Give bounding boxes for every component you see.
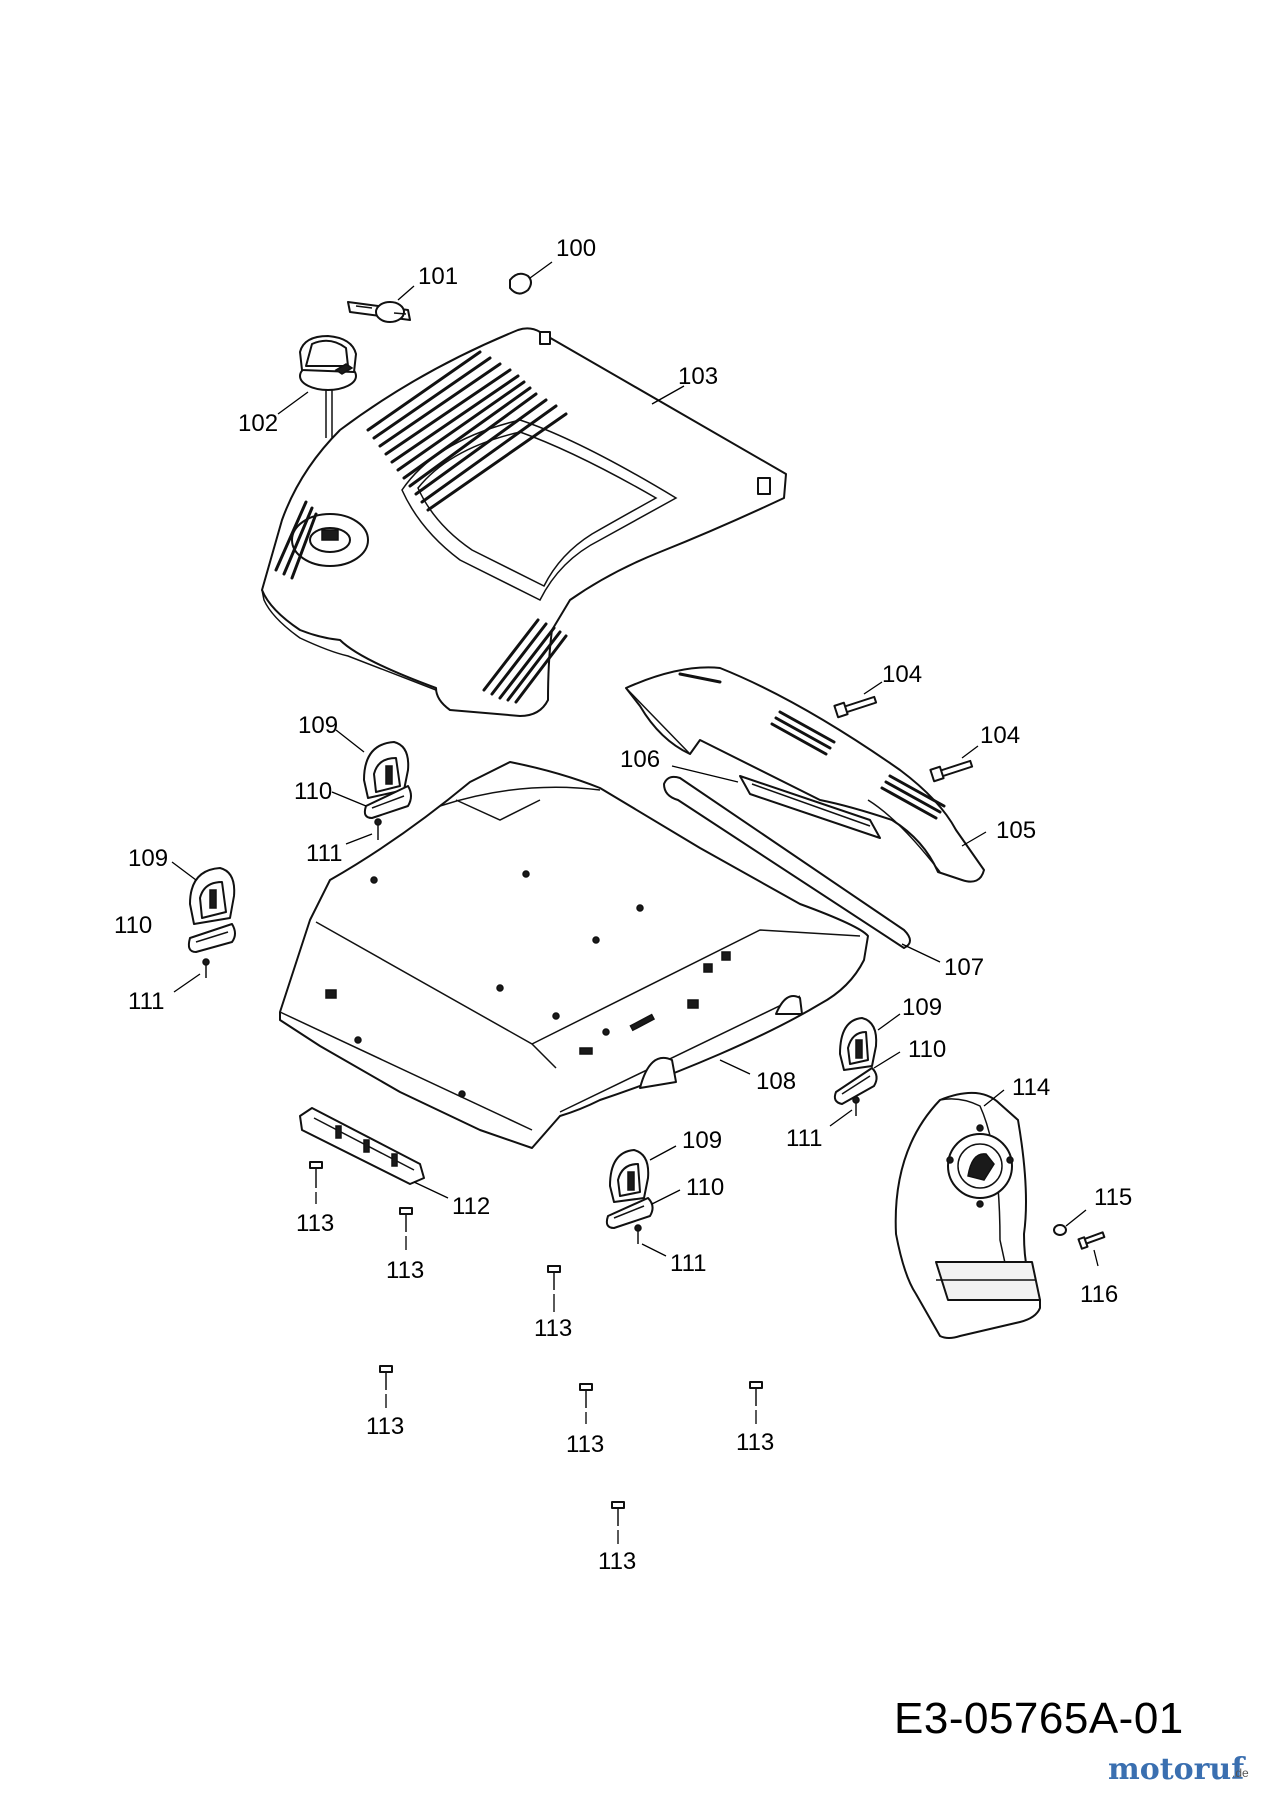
part-110-lever-b: [187, 923, 236, 953]
callout-105: 105: [996, 817, 1036, 844]
callout-116: 116: [1080, 1281, 1118, 1308]
callout-112: 112: [452, 1193, 490, 1220]
callout-109-b: 109: [128, 845, 168, 872]
part-111-pin-a: [345, 818, 382, 845]
part-110-lever-c: [833, 1051, 901, 1105]
callout-113-a: 113: [296, 1210, 334, 1237]
callout-102: 102: [238, 410, 278, 437]
vent-slots-rear: [678, 672, 946, 820]
callout-113-f: 113: [736, 1429, 774, 1456]
part-108-main-deck: [279, 761, 869, 1149]
callout-106: 106: [620, 746, 660, 773]
part-113-screw-e: [579, 1383, 593, 1424]
callout-111-c: 111: [786, 1125, 822, 1152]
callout-101: 101: [418, 263, 458, 290]
callout-104-lower: 104: [980, 722, 1020, 749]
part-104-bolt-lower: [929, 745, 979, 783]
callout-111-b: 111: [128, 988, 164, 1015]
callout-114: 114: [1012, 1074, 1050, 1101]
part-110-lever-d: [605, 1189, 681, 1229]
part-113-screw-f: [749, 1381, 763, 1424]
callout-109-d: 109: [682, 1127, 722, 1154]
part-109-bracket-b: [171, 861, 236, 925]
part-109-bracket-a: [335, 729, 410, 799]
watermark-suffix: .de: [1232, 1766, 1249, 1780]
callout-111-a: 111: [306, 840, 342, 867]
callout-110-a: 110: [294, 778, 332, 805]
callout-111-d: 111: [670, 1250, 706, 1277]
part-111-pin-d: [634, 1224, 667, 1257]
callout-110-d: 110: [686, 1174, 724, 1201]
part-100-clip: [509, 261, 553, 295]
callout-110-b: 110: [114, 912, 152, 939]
callout-113-d: 113: [366, 1413, 404, 1440]
part-113-screw-a: [309, 1161, 323, 1204]
part-113-screw-g: [611, 1501, 625, 1544]
part-103-upper-housing: [261, 327, 787, 717]
part-114-side-cover: [894, 1089, 1041, 1339]
vent-slots-top: [366, 350, 568, 512]
part-105-rear-cover: [625, 666, 987, 883]
part-113-screw-b: [399, 1207, 413, 1250]
part-113-screw-d: [379, 1365, 393, 1408]
callout-113-e: 113: [566, 1431, 604, 1458]
callout-109-c: 109: [902, 994, 942, 1021]
vent-slots-side: [274, 500, 318, 580]
part-110-lever-a: [331, 785, 412, 819]
callout-108: 108: [756, 1068, 796, 1095]
callout-113-c: 113: [534, 1315, 572, 1342]
callout-104-upper: 104: [882, 661, 922, 688]
part-116-screw: [1077, 1231, 1106, 1267]
vent-slots-front: [482, 618, 568, 704]
callout-110-c: 110: [908, 1036, 946, 1063]
callout-109-a: 109: [298, 712, 338, 739]
part-111-pin-c: [829, 1096, 860, 1127]
part-104-bolt-upper: [833, 681, 883, 719]
part-101-decal: [347, 285, 415, 323]
part-113-screw-c: [547, 1265, 561, 1312]
part-102-fuel-cap: [277, 335, 357, 438]
part-106-seal-strip: [671, 765, 881, 839]
callout-113-b: 113: [386, 1257, 424, 1284]
callout-103: 103: [678, 363, 718, 390]
callout-107: 107: [944, 954, 984, 981]
callout-113-g: 113: [598, 1548, 636, 1575]
part-109-bracket-d: [609, 1145, 677, 1203]
drawing-code: E3-05765A-01: [894, 1694, 1184, 1743]
callout-100: 100: [556, 235, 596, 262]
callout-labels: 100 101 102 103 104 104 105 106 107 108 …: [114, 235, 1132, 1575]
part-107-roller-bar: [663, 775, 941, 963]
part-112-front-guide: [299, 1107, 449, 1199]
part-109-bracket-c: [839, 1013, 901, 1071]
watermark-logo: motoruf: [1108, 1752, 1245, 1787]
part-111-pin-b: [173, 958, 210, 993]
callout-115: 115: [1094, 1184, 1132, 1211]
part-115-nut: [1053, 1209, 1087, 1236]
